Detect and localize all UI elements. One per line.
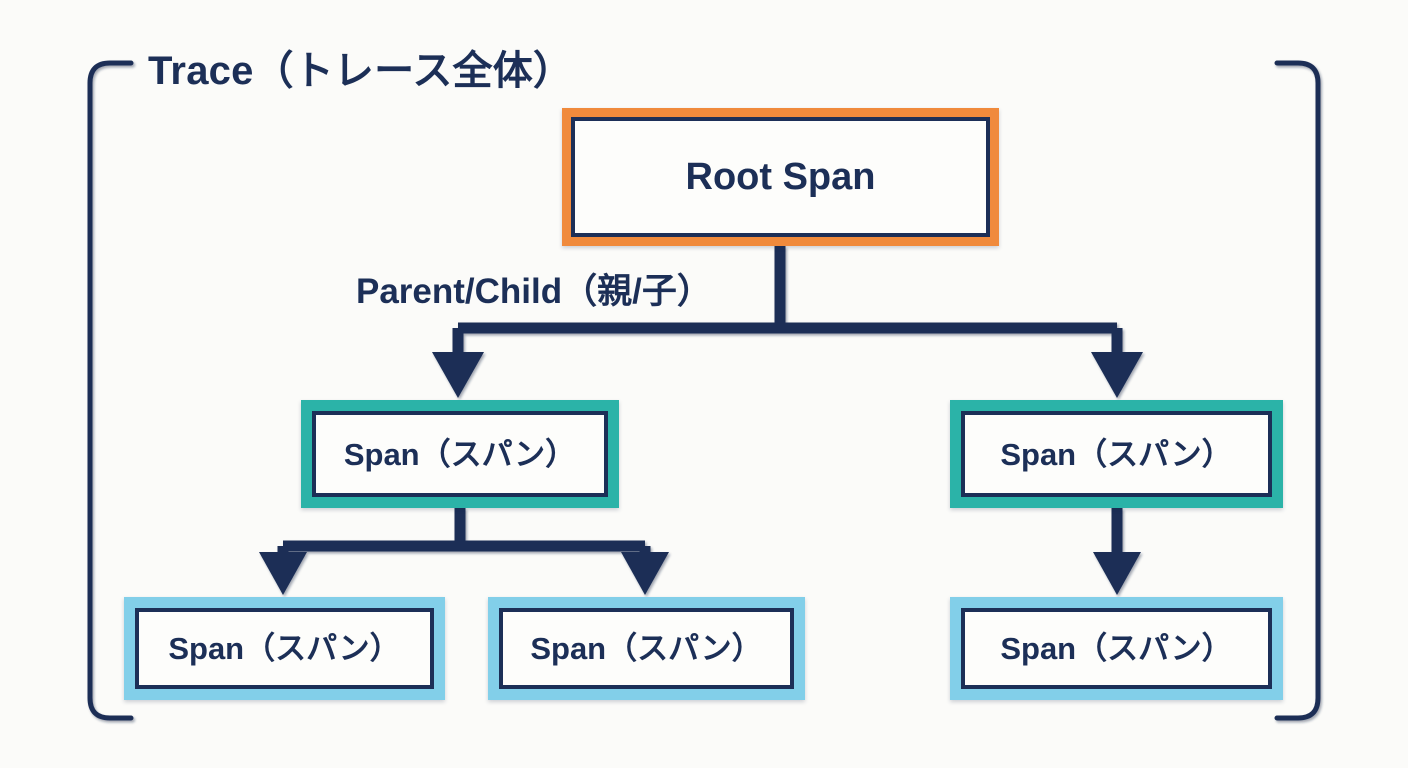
bracket-right: [1274, 60, 1321, 721]
arrowhead-root-to-mid-left: [432, 352, 484, 398]
node-root-span-inner: Root Span: [571, 117, 990, 237]
bracket-left: [87, 60, 134, 721]
node-root-span-label: Root Span: [685, 156, 876, 198]
node-mid-right-span-inner: Span（スパン）: [961, 411, 1272, 497]
node-leaf-1-span-inner: Span（スパン）: [135, 608, 434, 689]
node-root-span[interactable]: Root Span: [562, 108, 999, 246]
arrowhead-mid-left-to-leaf1: [259, 552, 307, 595]
node-leaf-3-span-inner: Span（スパン）: [961, 608, 1272, 689]
node-leaf-1-span-label: Span（スパン）: [168, 631, 401, 666]
arrowhead-mid-right-to-leaf3: [1093, 552, 1141, 595]
arrowhead-root-to-mid-right: [1091, 352, 1143, 398]
edge-label-parent-child: Parent/Child（親/子）: [352, 263, 716, 314]
node-mid-left-span-label: Span（スパン）: [343, 436, 577, 472]
node-leaf-2-span-label: Span（スパン）: [530, 631, 763, 666]
node-mid-right-span[interactable]: Span（スパン）: [950, 400, 1283, 508]
node-mid-left-span[interactable]: Span（スパン）: [301, 400, 619, 508]
node-leaf-2-span-inner: Span（スパン）: [499, 608, 794, 689]
node-mid-right-span-label: Span（スパン）: [1000, 436, 1233, 472]
arrowhead-mid-left-to-leaf2: [621, 552, 669, 595]
node-leaf-3-span[interactable]: Span（スパン）: [950, 597, 1283, 700]
node-mid-left-span-inner: Span（スパン）: [312, 411, 608, 497]
node-leaf-2-span[interactable]: Span（スパン）: [488, 597, 805, 700]
node-leaf-3-span-label: Span（スパン）: [1000, 631, 1233, 666]
trace-title: Trace（トレース全体）: [148, 49, 574, 93]
node-leaf-1-span[interactable]: Span（スパン）: [124, 597, 445, 700]
